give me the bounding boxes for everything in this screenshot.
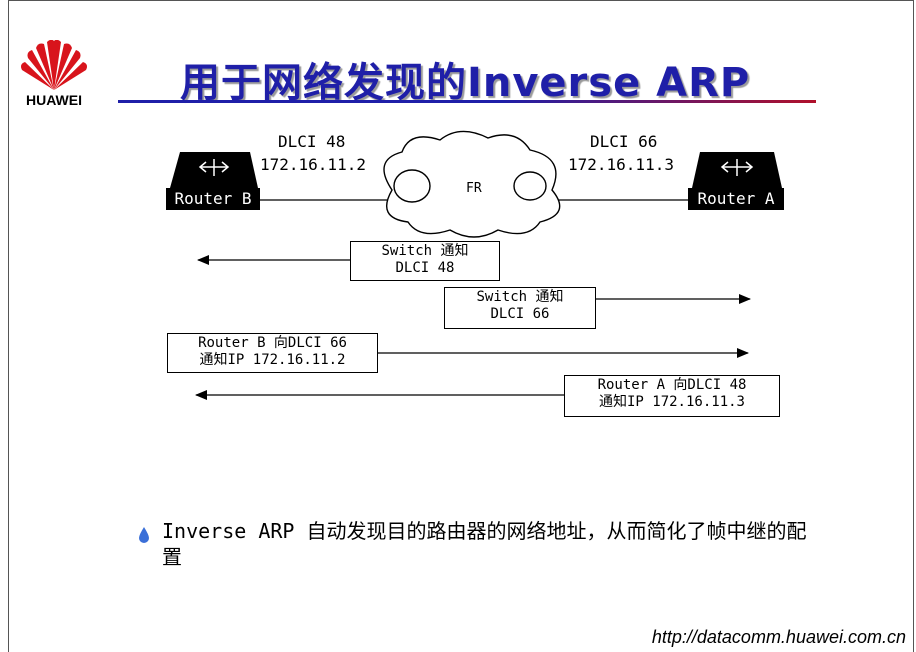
message-line: Switch 通知: [381, 243, 469, 259]
bullet-text: Inverse ARP 自动发现目的路由器的网络地址，从而简化了帧中继的配置: [162, 519, 807, 569]
message-box-router-b: Router B 向DLCI 66 通知IP 172.16.11.2: [167, 333, 378, 373]
message-line: 通知IP 172.16.11.2: [199, 352, 346, 368]
title-underline: [118, 100, 816, 103]
router-b-dlci: DLCI 48: [278, 132, 346, 151]
cloud-label: FR: [466, 181, 482, 196]
huawei-logo: HUAWEI: [14, 39, 94, 112]
bullet-drop-icon: [139, 527, 149, 543]
router-b-label: Router B: [166, 188, 260, 210]
message-line: DLCI 66: [490, 306, 550, 322]
message-box-switch-dlci-66: Switch 通知 DLCI 66: [444, 287, 596, 329]
message-line: Router B 向DLCI 66: [198, 335, 347, 351]
page-title: 用于网络发现的Inverse ARP: [180, 60, 751, 106]
router-a-ip: 172.16.11.3: [568, 155, 674, 174]
message-line: DLCI 48: [395, 260, 455, 276]
message-line: 通知IP 172.16.11.3: [598, 394, 745, 410]
slide-frame: [8, 0, 914, 652]
frame-relay-cloud: [383, 130, 561, 238]
footer-url: http://datacomm.huawei.com.cn: [651, 627, 906, 647]
message-line: Switch 通知: [476, 289, 564, 305]
router-b-icon: [170, 152, 258, 188]
router-a-icon: [692, 152, 782, 188]
huawei-logo-icon: [21, 39, 87, 90]
router-a-label: Router A: [688, 188, 784, 210]
router-b-ip: 172.16.11.2: [260, 155, 366, 174]
message-box-router-a: Router A 向DLCI 48 通知IP 172.16.11.3: [564, 375, 780, 417]
message-box-switch-dlci-48: Switch 通知 DLCI 48: [350, 241, 500, 281]
message-line: Router A 向DLCI 48: [597, 377, 747, 393]
logo-text: HUAWEI: [26, 92, 82, 108]
router-a-dlci: DLCI 66: [590, 132, 658, 151]
